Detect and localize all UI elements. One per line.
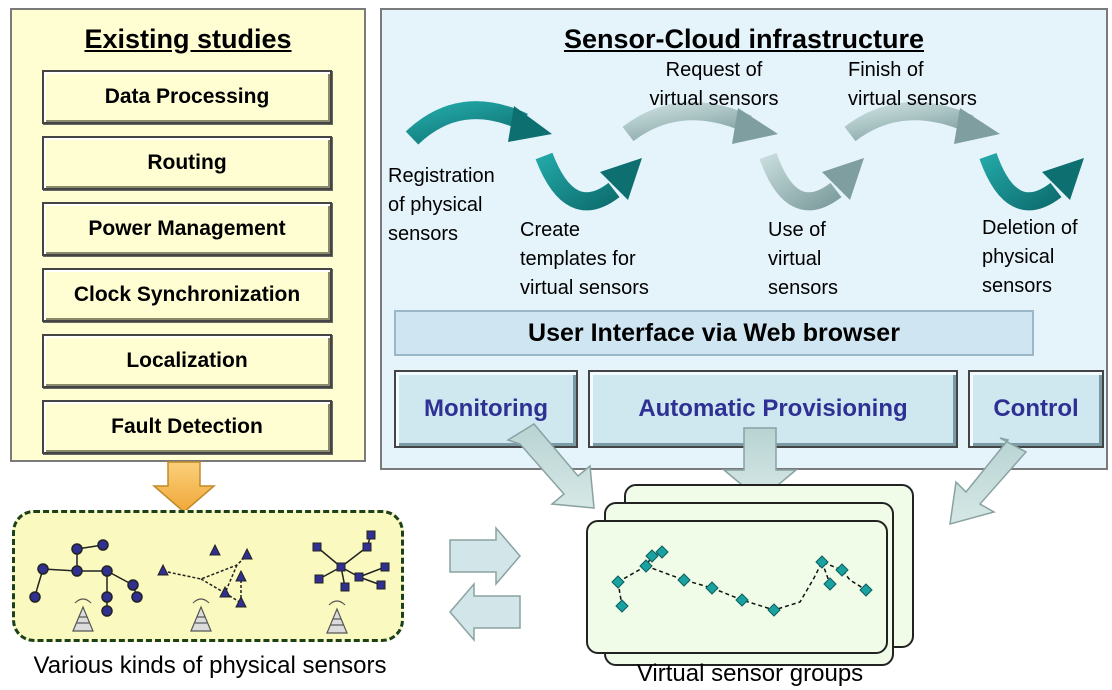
existing-studies-title: Existing studies: [84, 24, 292, 54]
virtual-group-card-front: [586, 520, 888, 654]
sensor-cloud-title: Sensor-Cloud infrastructure: [563, 24, 925, 54]
base-station-icon-2: [190, 598, 212, 632]
step-use: Use of virtual sensors: [768, 219, 839, 299]
request-arrow-icon: [622, 102, 778, 144]
user-interface-bar: User Interface via Web browser: [394, 310, 1034, 356]
left-exchange-arrow-icon: [449, 581, 521, 643]
step-registration: Registration of physical sensors: [388, 165, 495, 245]
right-exchange-arrow-icon: [449, 525, 521, 587]
study-fault-detection: Fault Detection: [42, 400, 332, 454]
existing-studies-panel: Existing studies Data Processing Routing…: [10, 8, 366, 462]
square-sensor-network-icon: [316, 534, 386, 588]
step-finish: Finish of virtual sensors: [848, 59, 977, 110]
circle-sensor-network-icon: [29, 539, 143, 617]
base-station-icon-3: [326, 600, 348, 634]
deletion-arrow-icon: [979, 152, 1084, 211]
physical-sensors-box: [12, 510, 404, 642]
step-create-templates: Create templates for virtual sensors: [520, 219, 649, 299]
sensor-cloud-panel: Sensor-Cloud infrastructure: [380, 8, 1108, 470]
control-box: Control: [968, 370, 1104, 448]
create-templates-arrow-icon: [535, 152, 642, 211]
triangle-sensor-network-icon: [162, 554, 248, 604]
physical-sensor-networks: [29, 530, 390, 634]
step-deletion: Deletion of physical sensors: [982, 217, 1078, 297]
study-data-processing: Data Processing: [42, 70, 332, 124]
finish-arrow-icon: [844, 102, 1000, 144]
use-arrow-icon: [759, 152, 864, 211]
virtual-sensor-network: [611, 545, 873, 617]
registration-arrow-icon: [405, 101, 552, 145]
monitoring-flow-arrow-icon: [506, 423, 595, 509]
control-flow-arrow-icon: [949, 437, 1028, 526]
virtual-sensors-caption: Virtual sensor groups: [636, 660, 864, 687]
automatic-provisioning-box: Automatic Provisioning: [588, 370, 958, 448]
study-routing: Routing: [42, 136, 332, 190]
study-clock-synchronization: Clock Synchronization: [42, 268, 332, 322]
lifecycle-arrows: [405, 101, 1084, 211]
study-power-management: Power Management: [42, 202, 332, 256]
physical-sensors-caption: Various kinds of physical sensors: [33, 652, 387, 679]
monitoring-box: Monitoring: [394, 370, 578, 448]
study-localization: Localization: [42, 334, 332, 388]
step-request: Request of virtual sensors: [649, 59, 779, 110]
base-station-icon-1: [72, 598, 94, 632]
existing-studies-down-arrow-icon: [151, 461, 217, 513]
